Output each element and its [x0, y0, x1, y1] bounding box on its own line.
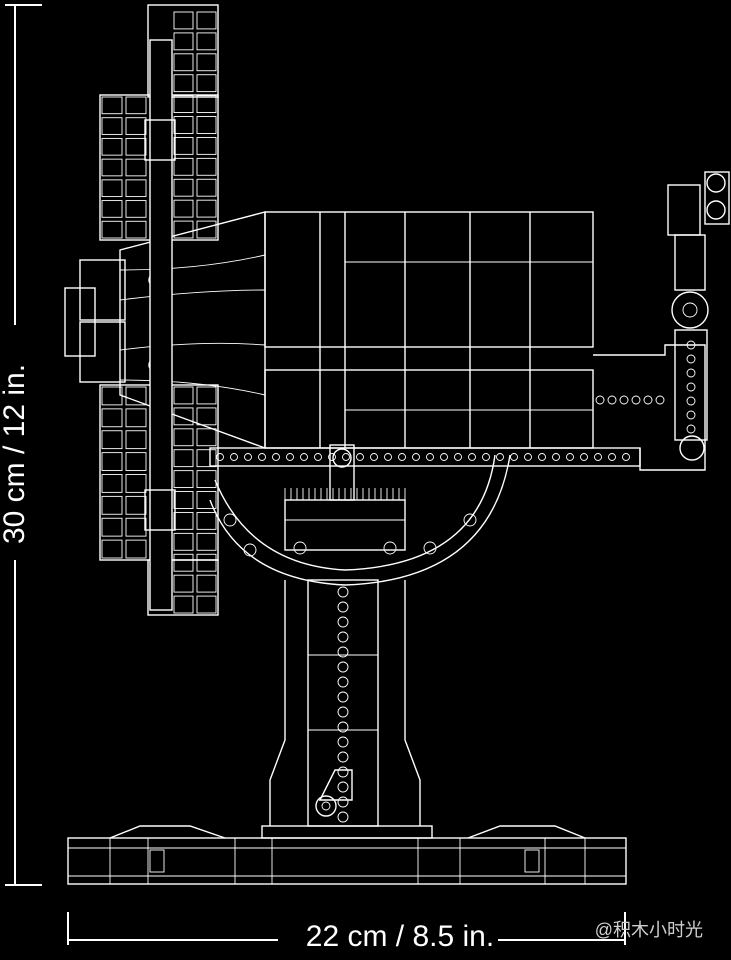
turntable: [209, 444, 511, 586]
solar-panels: [99, 4, 219, 616]
telescope-tube: [209, 211, 641, 467]
height-dimension-line: [5, 4, 42, 886]
stand-column: [269, 579, 421, 827]
base-plate: [67, 825, 627, 885]
eyepiece-arm: [593, 171, 730, 471]
width-dimension-line: [67, 912, 626, 945]
height-dimension-text: 30 cm / 12 in.: [0, 363, 31, 545]
width-dimension-label: 22 cm / 8.5 in.: [305, 920, 495, 953]
watermark: @积木小时光: [594, 920, 703, 940]
